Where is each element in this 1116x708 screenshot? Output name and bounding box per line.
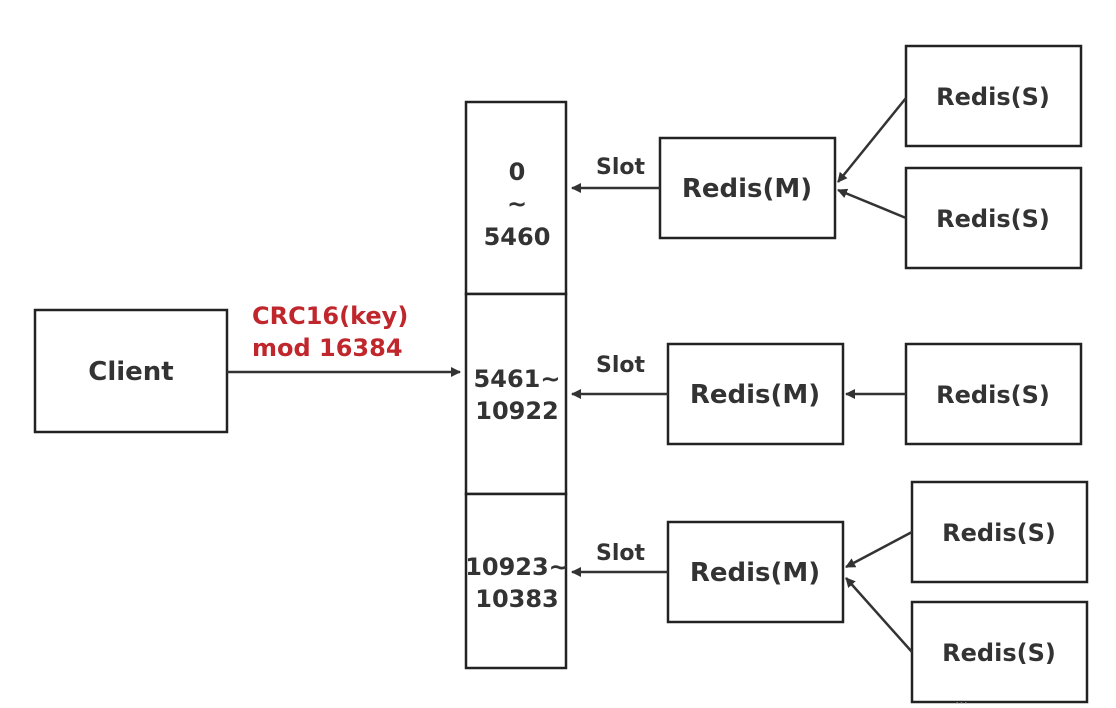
slave-1b-label: Redis(S) <box>936 205 1050 233</box>
slot-range-0 <box>464 100 568 296</box>
slot-range-1 <box>464 292 568 496</box>
slave-3b-to-master-3-arrow <box>845 577 913 653</box>
master-node-3: Redis(M) <box>666 520 845 624</box>
slave-3a-label: Redis(S) <box>942 519 1056 547</box>
slave-node-1a: Redis(S) <box>904 44 1083 148</box>
slot-label-2: Slot <box>596 353 646 378</box>
slot-range-2 <box>464 492 568 670</box>
master-node-1: Redis(M) <box>658 136 837 240</box>
master-3-label: Redis(M) <box>690 558 820 588</box>
watermark: … <box>955 693 968 708</box>
slot-label-3: Slot <box>596 541 646 566</box>
master-node-2: Redis(M) <box>666 342 845 446</box>
slot-range-0-start: 0 <box>509 158 526 186</box>
slave-1b-to-master-1-arrow <box>837 188 907 220</box>
slave-node-3b: Redis(S) <box>910 600 1089 704</box>
slave-1a-label: Redis(S) <box>936 83 1050 111</box>
slot-range-1-line1: 5461~ <box>474 365 561 393</box>
slave-3a-to-master-3-arrow <box>845 530 913 569</box>
client-label: Client <box>88 357 173 387</box>
slot-label-1: Slot <box>596 155 646 180</box>
slot-range-0-end: 5460 <box>484 223 551 251</box>
slot-range-2-line1: 10923~ <box>465 553 569 581</box>
slave-2-label: Redis(S) <box>936 381 1050 409</box>
slot-range-0-separator: ~ <box>507 190 527 218</box>
slave-1a-to-master-1-arrow <box>837 97 907 183</box>
slave-3b-label: Redis(S) <box>942 639 1056 667</box>
master-1-label: Redis(M) <box>682 174 812 204</box>
slot-range-1-line2: 10922 <box>475 397 559 425</box>
slave-node-3a: Redis(S) <box>910 480 1089 584</box>
hash-function-line1: CRC16(key) <box>252 302 408 330</box>
slot-range-2-line2: 10383 <box>475 585 559 613</box>
slave-node-1b: Redis(S) <box>904 166 1083 270</box>
master-2-label: Redis(M) <box>690 380 820 410</box>
hash-function-line2: mod 16384 <box>252 334 403 362</box>
client-node: Client <box>33 308 229 434</box>
slave-node-2: Redis(S) <box>904 342 1083 446</box>
slot-column: 0 ~ 5460 5461~ 10922 10923~ 10383 <box>464 100 569 670</box>
